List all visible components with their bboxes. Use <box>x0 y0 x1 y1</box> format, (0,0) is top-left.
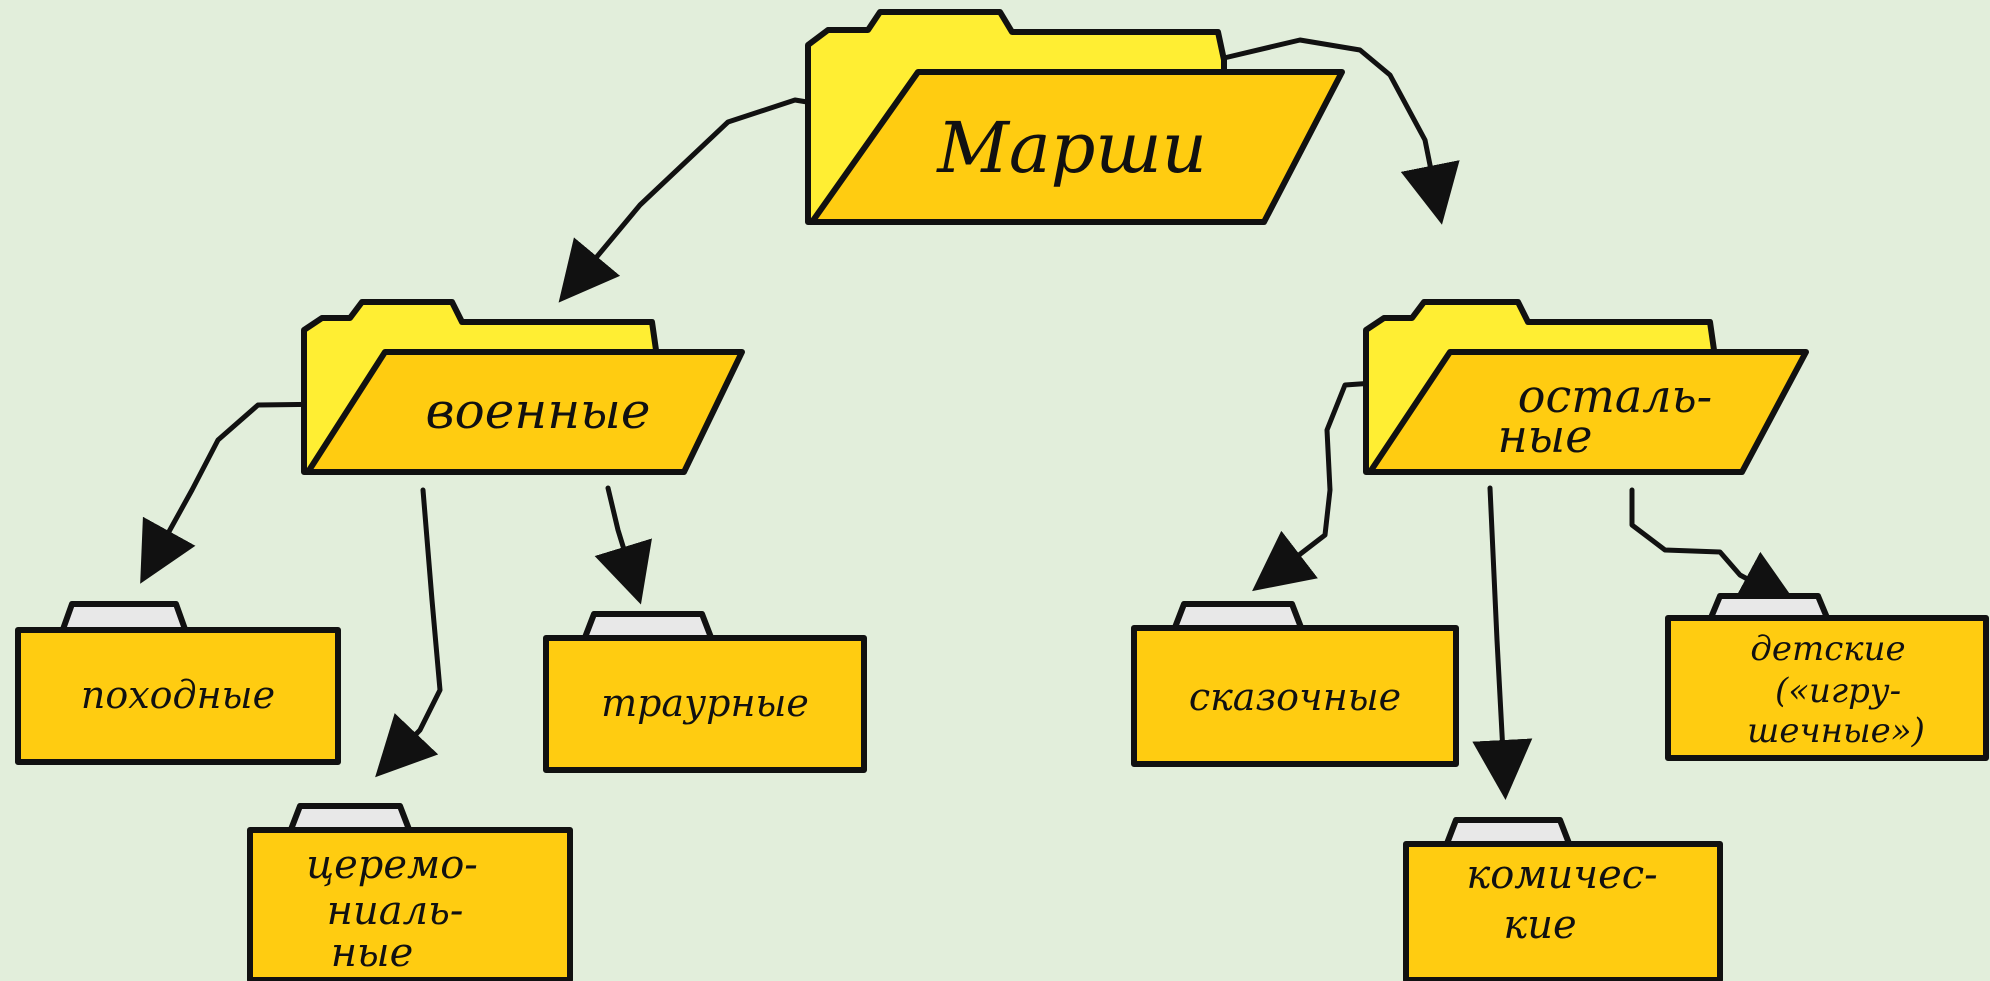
folder-comic-body <box>1403 841 1723 981</box>
arrow-military-to-ceremonial <box>375 487 443 778</box>
other-label-line-2: ные <box>1498 409 1593 463</box>
folder-children: детские («игру- шечные») <box>1665 593 1989 761</box>
arrow-other-to-comic <box>1472 485 1533 800</box>
folder-root-front <box>809 69 1345 225</box>
marching-label: походные <box>81 673 275 717</box>
folder-other-front <box>1367 349 1809 475</box>
children-label-line-1: детские <box>1750 629 1905 669</box>
mourning-label: траурные <box>601 681 809 725</box>
ceremonial-label-line-1: церемо- <box>306 842 478 888</box>
children-label-line-3: шечные») <box>1747 711 1925 751</box>
military-label: военные <box>426 382 651 440</box>
folder-mourning: траурные <box>543 611 867 773</box>
other-label-line-1: осталь- <box>1518 369 1712 423</box>
folder-mourning-body <box>543 635 867 773</box>
children-label-line-2: («игру- <box>1775 671 1901 711</box>
folder-children-body <box>1665 615 1989 761</box>
comic-label-line-1: комичес- <box>1466 852 1657 898</box>
folder-other: осталь- ные <box>1363 299 1809 475</box>
arrow-other-to-children <box>1629 487 1799 607</box>
folder-marching: походные <box>15 601 341 765</box>
folder-root: Марши <box>805 9 1345 225</box>
folder-military: военные <box>301 299 745 475</box>
folder-ceremonial: церемо- ниаль- ные <box>247 803 573 981</box>
arrow-root-to-other <box>1221 37 1460 225</box>
arrow-military-to-marching <box>140 401 341 584</box>
folder-fairytale-body <box>1131 625 1459 767</box>
ceremonial-label-line-2: ниаль- <box>327 888 464 934</box>
folder-ceremonial-body <box>247 827 573 981</box>
arrow-other-to-fairytale <box>1252 379 1391 592</box>
folder-marching-body <box>15 627 341 765</box>
fairytale-label: сказочные <box>1189 675 1401 719</box>
root-label: Марши <box>935 107 1207 189</box>
comic-label-line-2: кие <box>1503 902 1576 948</box>
arrow-military-to-mourning <box>594 485 652 605</box>
folder-military-front <box>305 349 745 475</box>
folder-fairytale: сказочные <box>1131 601 1459 767</box>
folder-comic: комичес- кие <box>1403 817 1723 981</box>
ceremonial-label-line-3: ные <box>331 930 414 976</box>
